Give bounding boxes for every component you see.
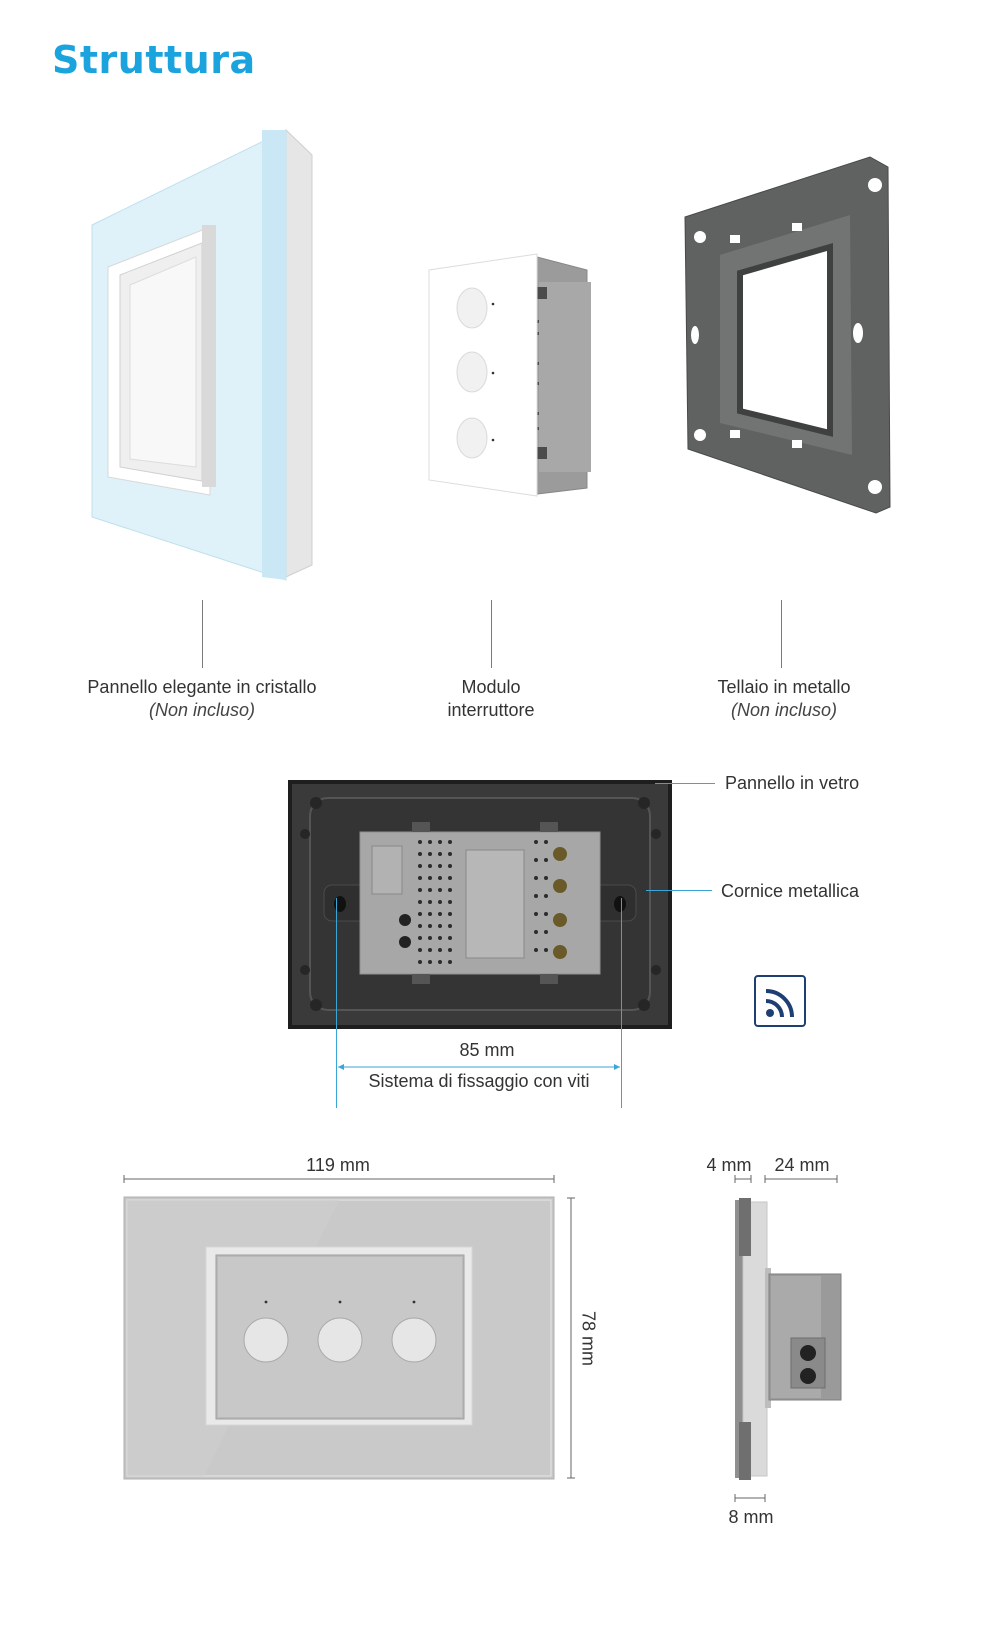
leader-line [491,600,492,668]
caption-label-line2: interruttore [447,700,535,720]
height-dimension-line [567,1197,575,1479]
front-panel-image [123,1196,555,1480]
caption-label-line1: Modulo [461,677,521,697]
caption-label: Tellaio in metallo [717,677,851,697]
caption-note: (Non incluso) [730,700,838,720]
height-dimension: 78 mm [578,1310,599,1366]
glass-panel-label: Pannello in vetro [725,773,860,793]
leader-line [781,600,782,668]
rf-remote-icon [754,975,806,1027]
glass-panel-image [91,128,313,581]
spacing-guide-left [336,898,337,1108]
frame-depth: 8 mm [728,1507,774,1527]
caption-note: (Non incluso) [148,700,256,720]
spacing-guide-right [621,898,622,1108]
caption-label: Pannello elegante in cristallo [87,677,317,697]
width-dimension: 119 mm [306,1155,370,1175]
width-dimension-line [123,1175,555,1183]
spacing-value: 85 mm [459,1040,515,1060]
leader-line [655,783,715,784]
caption-metal-frame: Tellaio in metallo (Non incluso) [664,676,904,722]
caption-switch-module: Modulo interruttore [391,676,591,722]
depth-dimension-lines [734,1175,838,1183]
back-view-image [288,780,672,1029]
leader-line [646,890,712,891]
spacing-arrow [338,1064,620,1070]
caption-glass-panel: Pannello elegante in cristallo (Non incl… [62,676,342,722]
metal-frame-image [684,156,891,514]
mount-system-label: Sistema di fissaggio con viti [368,1071,590,1091]
glass-depth: 4 mm [706,1155,752,1175]
frame-depth-dimension-line [734,1494,766,1502]
metal-frame-label: Cornice metallica [721,881,860,901]
page-title: Struttura [52,38,256,82]
module-depth: 24 mm [774,1155,830,1175]
side-view-image [735,1198,842,1480]
leader-line [202,600,203,668]
switch-module-image [428,253,591,497]
